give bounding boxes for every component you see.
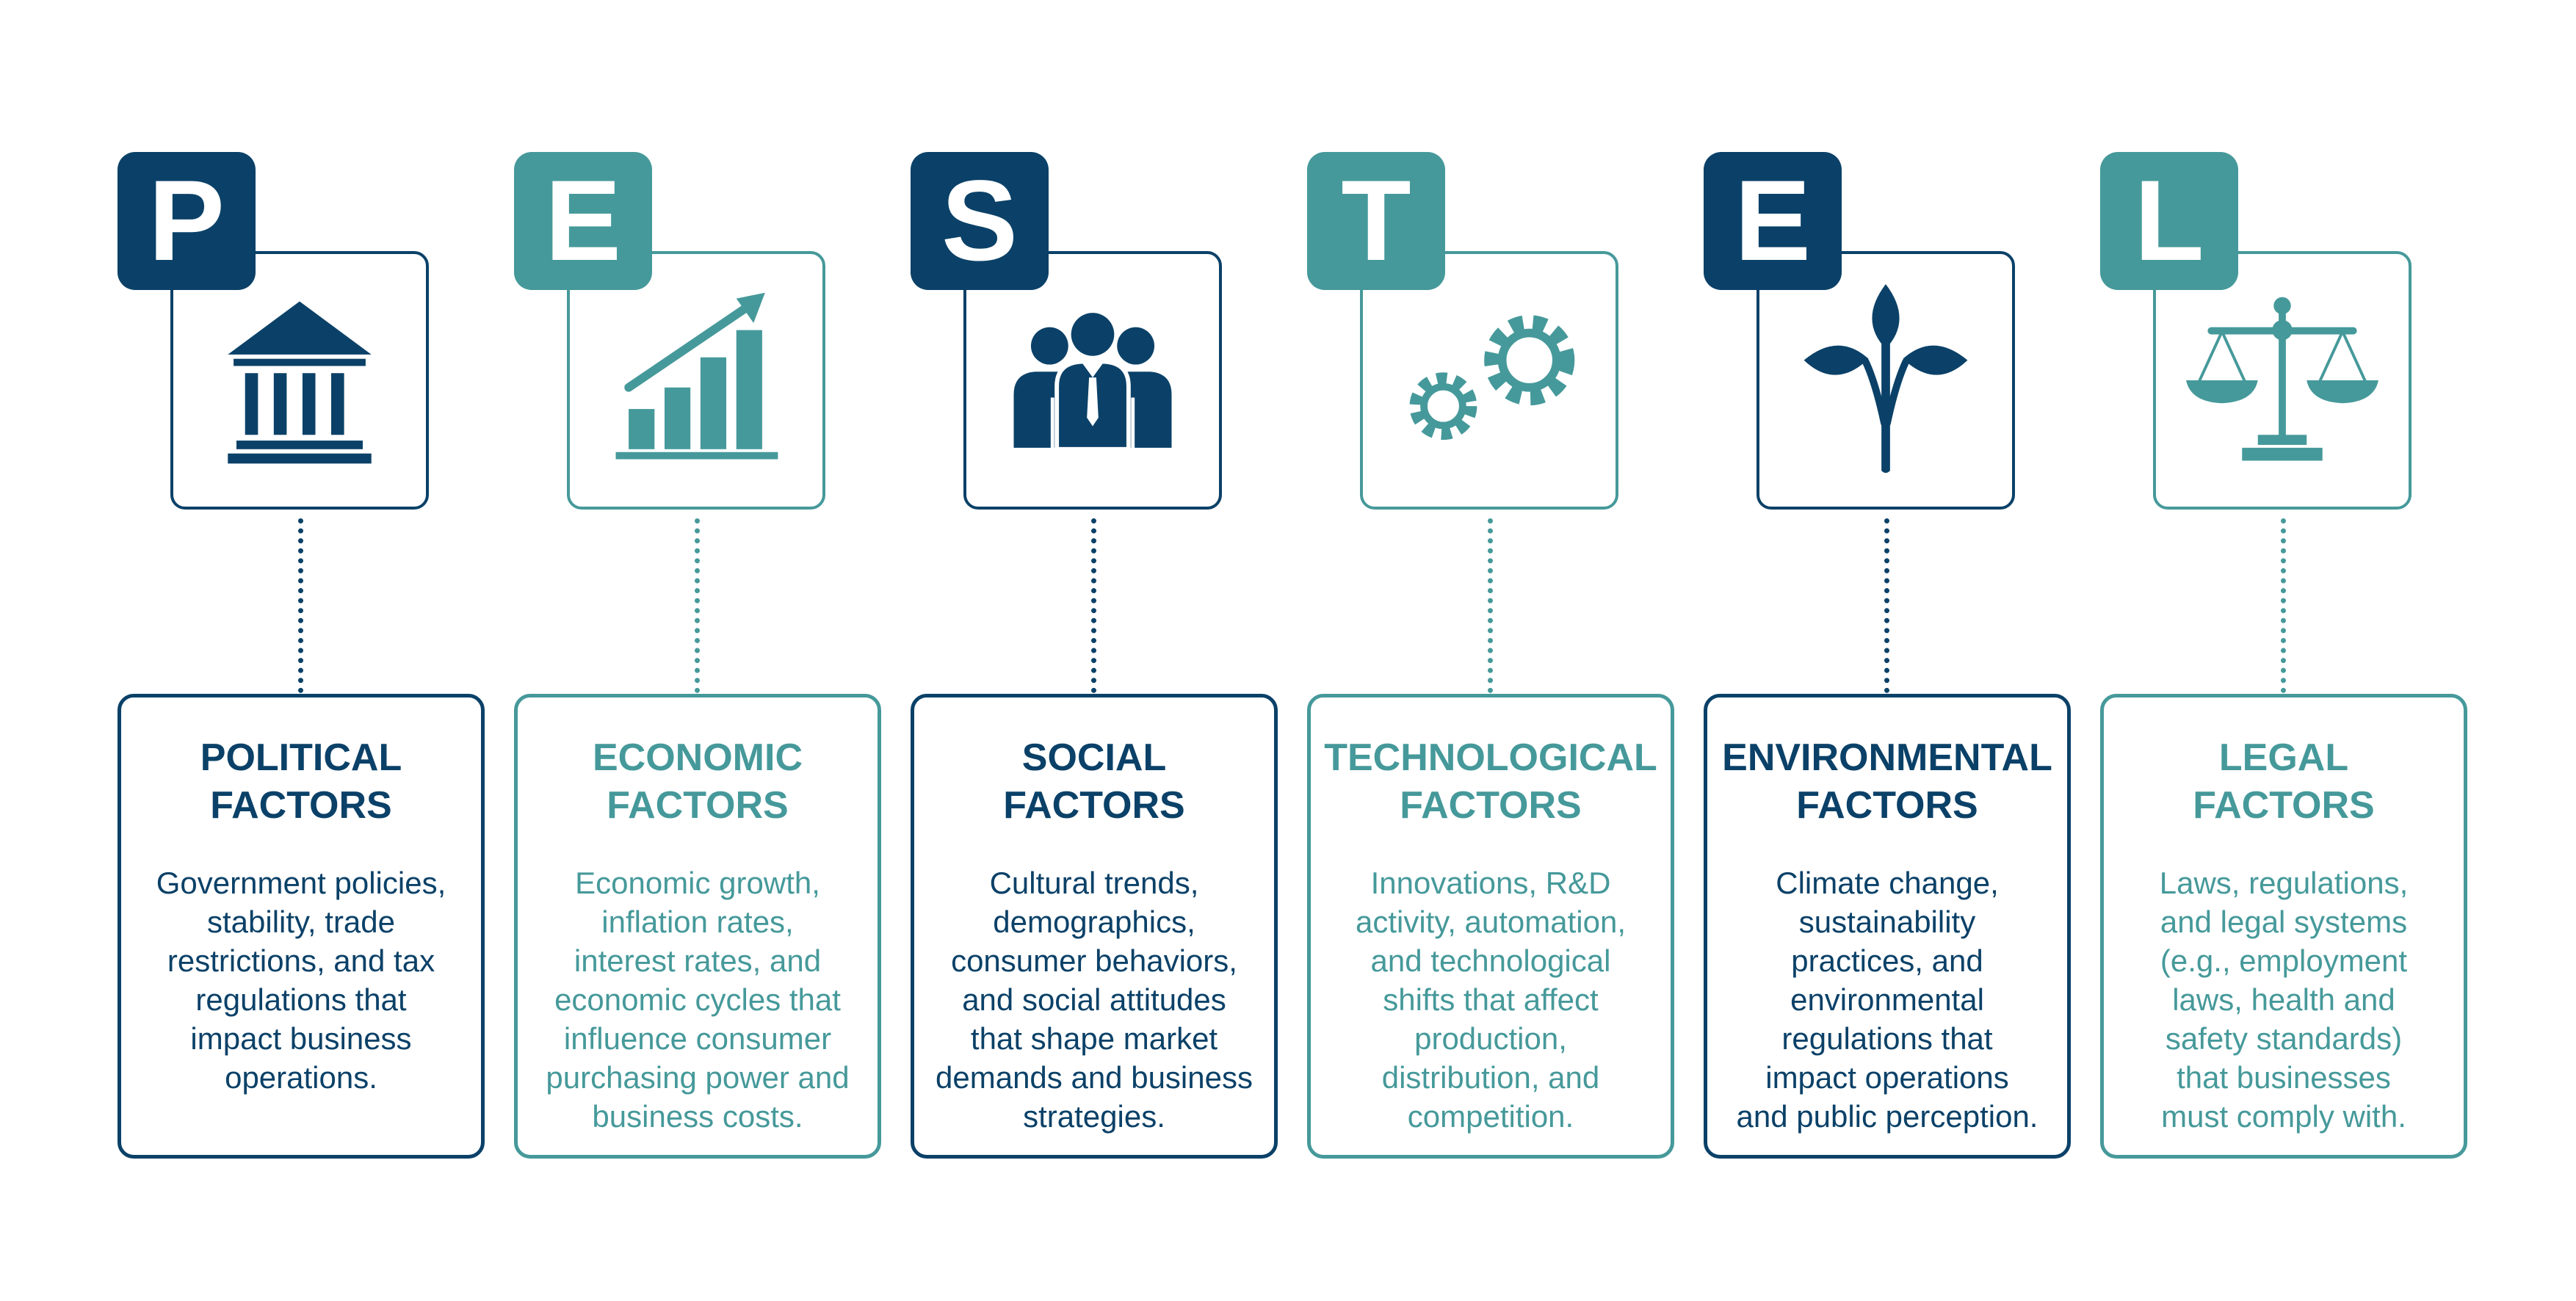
factor-description: Climate change, sustainability practices…: [1736, 866, 2038, 1134]
icon-box-social: [963, 251, 1222, 510]
icon-box-legal: [2153, 251, 2412, 510]
factor-title: TECHNOLOGICAL FACTORS: [1324, 736, 1657, 827]
pest-column-technological: T TECHNOLOGICAL FACTORS Innovations, R&D…: [1307, 0, 1674, 1301]
gears-icon: [1409, 315, 1575, 441]
icon-box-economic: [567, 251, 825, 510]
factor-card-legal: LEGAL FACTORS Laws, regulations, and leg…: [2100, 694, 2467, 1159]
dotted-connector: [695, 518, 700, 693]
factor-description: Economic growth, inflation rates, intere…: [546, 866, 850, 1134]
factor-description: Government policies, stability, trade re…: [156, 866, 446, 1095]
pest-column-political: P POLITICAL FACTORS Government policies,…: [117, 0, 485, 1301]
people-group-icon: [1013, 313, 1172, 452]
dotted-connector: [1884, 518, 1889, 693]
factor-title: ECONOMIC FACTORS: [593, 736, 803, 827]
icon-box-technological: [1360, 251, 1618, 510]
factor-card-social: SOCIAL FACTORS Cultural trends, demograp…: [911, 694, 1278, 1159]
icon-box-political: [170, 251, 429, 510]
letter-tile-t: T: [1307, 152, 1445, 290]
icon-box-environmental: [1756, 251, 2015, 510]
factor-title: LEGAL FACTORS: [2193, 736, 2375, 827]
factor-title: SOCIAL FACTORS: [1003, 736, 1185, 827]
pest-column-environmental: E ENVIRONMENTAL FACTORS Climate change, …: [1704, 0, 2071, 1301]
factor-description: Innovations, R&D activity, automation, a…: [1355, 866, 1627, 1134]
letter-tile-e: E: [1704, 152, 1842, 290]
factor-description: Laws, regulations, and legal systems (e.…: [2159, 866, 2409, 1134]
letter-tile-p: P: [117, 152, 256, 290]
dotted-connector: [2281, 518, 2286, 693]
factor-card-economic: ECONOMIC FACTORS Economic growth, inflat…: [514, 694, 881, 1159]
pest-column-social: S SOCIAL FACTORS Cultural trends, demogr…: [911, 0, 1278, 1301]
factor-card-political: POLITICAL FACTORS Government policies, s…: [117, 694, 485, 1159]
pest-column-legal: L LEGAL FACTORS Laws, regulations, and l…: [2100, 0, 2467, 1301]
factor-title: POLITICAL FACTORS: [200, 736, 402, 827]
justice-scale-icon: [2186, 297, 2378, 461]
factor-description: Cultural trends, demographics, consumer …: [936, 866, 1253, 1134]
dotted-connector: [1091, 518, 1096, 693]
plant-sprout-icon: [1803, 284, 1968, 474]
factor-title: ENVIRONMENTAL FACTORS: [1722, 736, 2052, 827]
government-building-icon: [228, 301, 372, 464]
letter-tile-e: E: [514, 152, 652, 290]
letter-tile-l: L: [2100, 152, 2238, 290]
pest-column-economic: E ECONOMIC FACTORS Economic growth, infl…: [514, 0, 881, 1301]
dotted-connector: [298, 518, 303, 693]
dotted-connector: [1488, 518, 1493, 693]
growth-chart-icon: [615, 292, 778, 460]
factor-card-environmental: ENVIRONMENTAL FACTORS Climate change, su…: [1704, 694, 2071, 1159]
letter-tile-s: S: [911, 152, 1049, 290]
factor-card-technological: TECHNOLOGICAL FACTORS Innovations, R&D a…: [1307, 694, 1674, 1159]
